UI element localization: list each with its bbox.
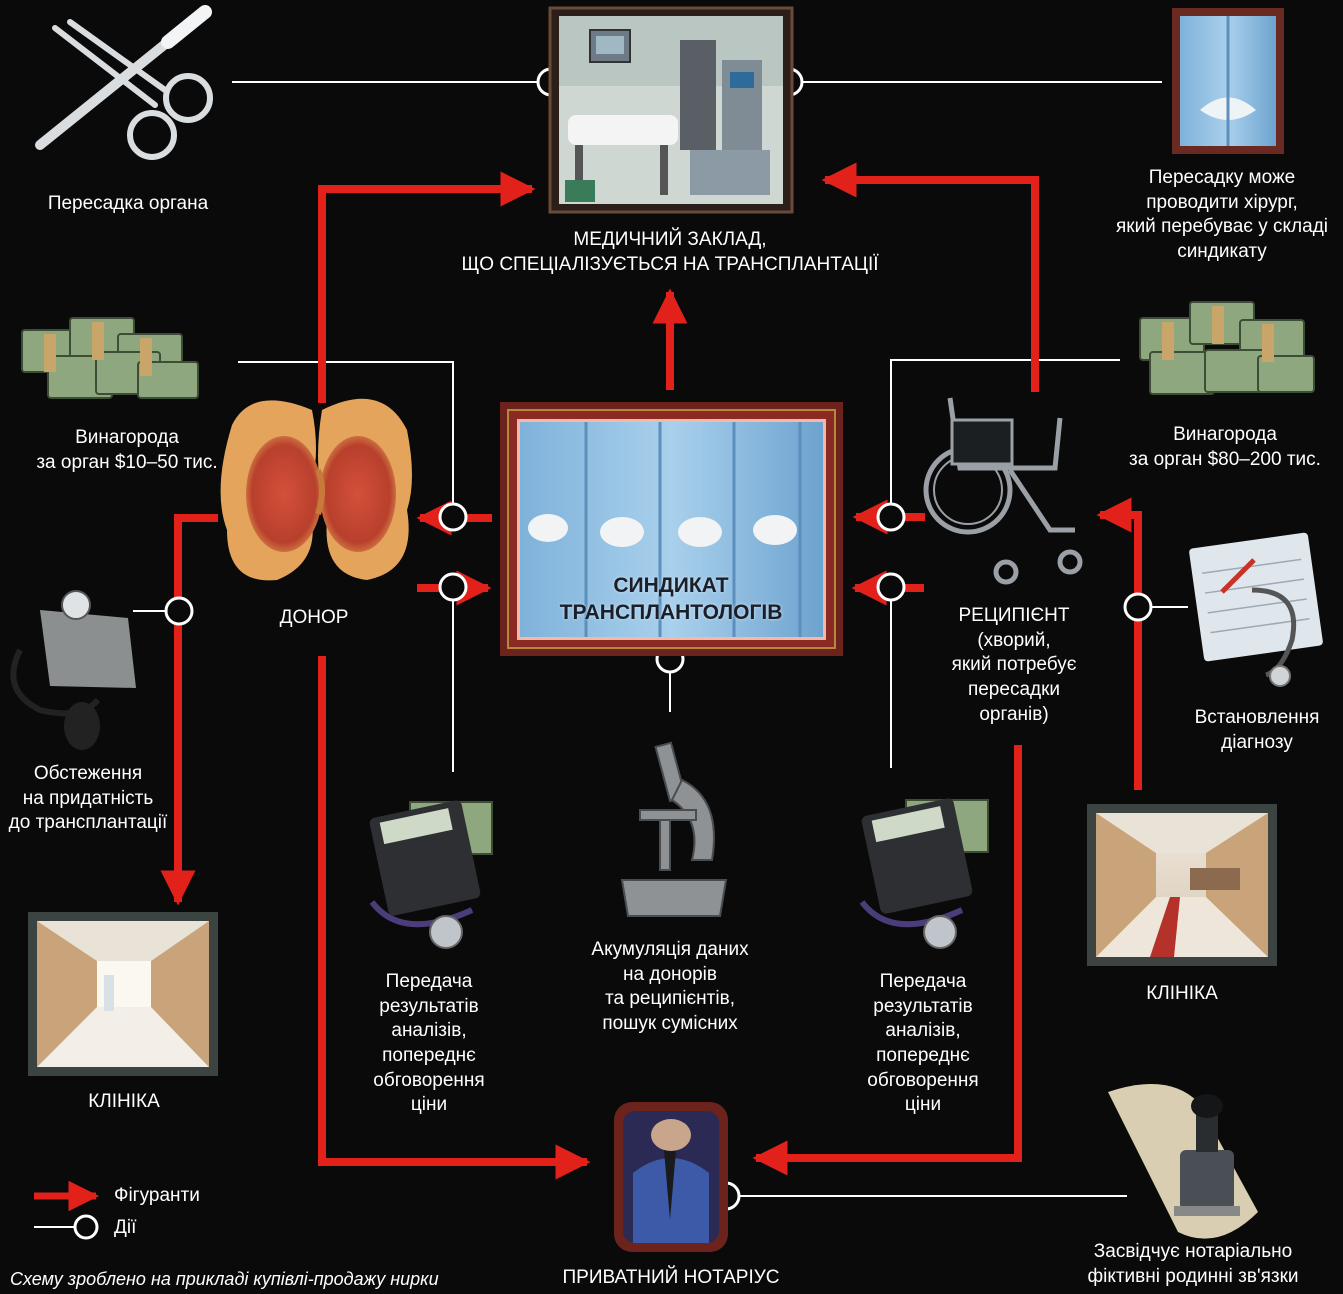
label-examination: Обстеження на придатність до транспланта…	[8, 763, 168, 834]
scalpel-scissors-icon	[35, 5, 213, 160]
legend-figurants-label: Фігуранти	[114, 1185, 200, 1206]
label-clinic-left: КЛІНІКА	[88, 1091, 160, 1112]
hospital-corridor-icon	[1087, 804, 1277, 966]
legend	[34, 1180, 100, 1240]
label-syndicate: СИНДИКАТ ТРАНСПЛАНТОЛОГІВ	[559, 574, 783, 625]
label-transfer-right: Передача результатів аналізів, попереднє…	[867, 971, 979, 1116]
node-donor-bottom	[438, 572, 468, 602]
surgeon-gown-icon	[1172, 8, 1284, 154]
money-stack-icon	[21, 317, 199, 399]
notary-person-icon	[614, 1102, 728, 1252]
label-surgeon-note: Пересадку може проводити хірург, який пе…	[1115, 167, 1329, 263]
label-notary-note: Засвідчує нотаріально фіктивні родинні з…	[1087, 1241, 1299, 1287]
node-recipient-top	[876, 502, 906, 532]
label-medical-facility: МЕДИЧНИЙ ЗАКЛАД, ЩО СПЕЦІАЛІЗУЄТЬСЯ НА Т…	[461, 229, 879, 275]
label-clinic-right: КЛІНІКА	[1146, 983, 1218, 1004]
legend-actions-label: Дії	[114, 1217, 137, 1238]
label-accumulation: Акумуляція даних на донорів та реципієнт…	[591, 939, 749, 1035]
label-notary: ПРИВАТНИЙ НОТАРІУС	[562, 1267, 780, 1288]
label-transfer-left: Передача результатів аналізів, попереднє…	[373, 971, 485, 1116]
legend-actions-node	[73, 1214, 99, 1240]
node-donor-top	[438, 502, 468, 532]
hospital-corridor-icon	[28, 912, 218, 1076]
tonometer-icon	[10, 590, 136, 750]
label-donor: ДОНОР	[279, 607, 349, 628]
caption: Схему зроблено на прикладі купівлі-прода…	[10, 1269, 439, 1289]
label-organ-transplant: Пересадка органа	[47, 193, 209, 214]
operating-room-icon	[548, 6, 794, 214]
calculator-money-icon	[859, 798, 989, 949]
notary-stamp-icon	[1108, 1084, 1258, 1239]
node-examination	[164, 596, 194, 626]
syndicate-surgeons-icon	[500, 402, 843, 656]
calculator-money-icon	[369, 800, 493, 949]
clipboard-stethoscope-icon	[1189, 532, 1323, 687]
label-diagnosis: Встановлення діагнозу	[1194, 707, 1320, 753]
label-recipient-reward: Винагорода за орган $80–200 тис.	[1129, 424, 1321, 470]
action-lines	[133, 81, 1188, 1197]
money-stack-icon	[1139, 301, 1315, 395]
node-recipient-bottom	[876, 572, 906, 602]
label-donor-reward: Винагорода за орган $10–50 тис.	[36, 427, 218, 473]
wheelchair-icon	[923, 397, 1083, 585]
label-recipient: РЕЦИПІЄНТ (хворий, який потребує пересад…	[951, 605, 1077, 725]
node-diagnosis	[1123, 592, 1153, 622]
kidney-icon	[220, 398, 412, 581]
microscope-icon	[620, 741, 728, 917]
